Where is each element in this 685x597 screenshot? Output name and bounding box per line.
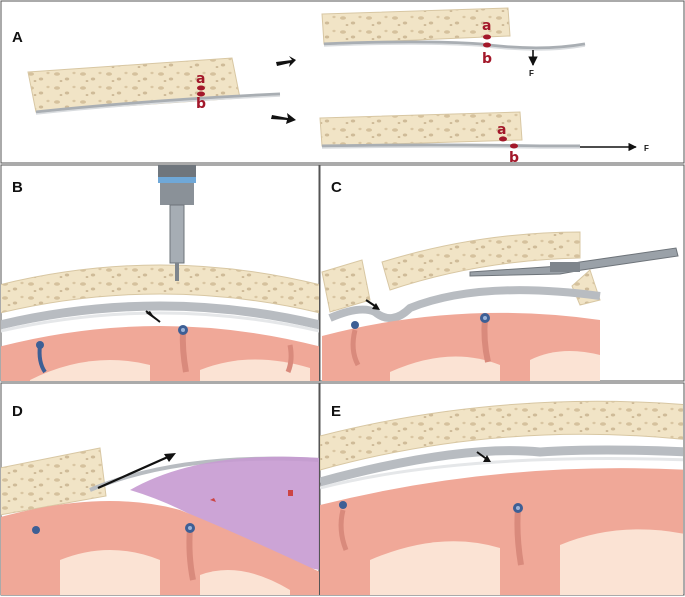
pointer-arrow-d — [97, 454, 171, 490]
panel-d: D — [0, 382, 320, 596]
label-b-left: b — [196, 96, 206, 112]
panel-c: C — [319, 164, 685, 382]
direction-arrow-up — [276, 56, 296, 67]
label-a-bottom: a — [497, 122, 506, 138]
marker-a-top — [483, 34, 491, 40]
bone-strip-top-right — [321, 7, 586, 51]
panel-b: B — [0, 164, 320, 382]
label-b-top: b — [482, 51, 492, 67]
panel-a-letter: A — [12, 29, 23, 46]
marker-b-top — [483, 42, 491, 48]
panel-c-letter: C — [331, 179, 342, 196]
marker-b-left — [197, 91, 205, 97]
marker-a-left — [197, 85, 205, 91]
panel-d-letter: D — [12, 403, 23, 420]
elevator-instrument — [469, 247, 679, 277]
direction-arrow-down — [271, 113, 296, 124]
force-label-top: F — [529, 69, 534, 78]
label-a-left: a — [196, 71, 205, 87]
force-label-bottom: F — [644, 144, 649, 153]
marker-a-bottom — [499, 136, 507, 142]
marker-b-bottom — [510, 143, 518, 149]
probe-instrument — [158, 165, 196, 281]
bone-strip-left — [27, 57, 281, 115]
panel-e-letter: E — [331, 403, 341, 420]
label-a-top: a — [482, 18, 491, 34]
panel-e: E — [319, 382, 685, 596]
pointer-arrow-b — [145, 310, 161, 323]
panel-a: A a b a b F a — [0, 0, 685, 166]
panel-b-letter: B — [12, 179, 23, 196]
bone-strip-bottom-right — [319, 111, 580, 149]
label-b-bottom: b — [509, 150, 519, 166]
